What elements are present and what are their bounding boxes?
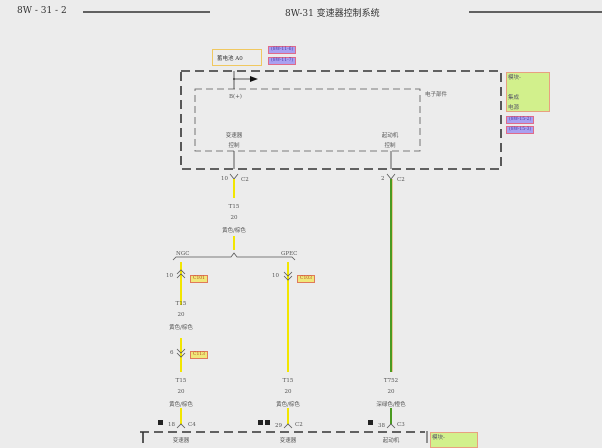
wire-color-label: 黄色/棕色 <box>169 402 193 408</box>
starter-label-line1: 起动机 <box>381 133 399 139</box>
battery-fuse-box: 蓄电池 A0 <box>212 49 262 66</box>
lower-tcm2-label: 变速器 <box>279 438 297 444</box>
splice-bracket <box>172 252 296 261</box>
lower-starter-label: 起动机 <box>382 438 400 444</box>
electronic-component-label: 电子部件 <box>425 92 448 98</box>
pin-number: 18 <box>168 422 175 428</box>
pin-number: 2 <box>381 176 385 182</box>
lower-tcm-label: 变速器 <box>172 438 190 444</box>
circuit-label: T15 <box>175 378 187 384</box>
page-number: 8W - 31 - 2 <box>17 6 67 16</box>
wire-color-label: 黄色/棕色 <box>222 228 246 234</box>
connector-c103-icon <box>283 271 293 281</box>
connector-c113-icon <box>176 348 186 358</box>
connector-c2-left-icon <box>229 173 239 180</box>
tcm-label-line1: 变速器 <box>225 133 243 139</box>
connector-c101-icon <box>176 269 186 279</box>
pin-number: 38 <box>378 423 385 429</box>
pin-number: 10 <box>221 176 228 182</box>
starter-label-line2: 控制 <box>384 143 396 149</box>
shield-marker-icon <box>368 420 373 425</box>
splice-ngc-label: NGC <box>176 251 190 257</box>
electronic-component-outline <box>194 88 421 152</box>
shield-marker-icon <box>265 420 270 425</box>
battery-label: 蓄电池 A0 <box>217 55 243 62</box>
gauge-label: 20 <box>387 389 395 395</box>
wire-color-label: 黄色/棕色 <box>169 325 193 331</box>
connector-ref-link[interactable]: C103 <box>297 275 316 283</box>
connector-c2-right-icon <box>386 173 396 180</box>
circuit-label: T15 <box>175 301 187 307</box>
module-label-line1: 模块- <box>508 75 521 81</box>
pin-number: 10 <box>272 273 279 279</box>
connector-label: C2 <box>241 177 249 183</box>
page-title: 8W-31 变速器控制系统 <box>285 9 380 19</box>
connector-label: C3 <box>397 422 405 428</box>
ref-link[interactable]: (8W-11-6) <box>268 46 297 54</box>
bplus-pin-label: B(+) <box>229 94 242 100</box>
ref-link[interactable]: (8W-11-7) <box>268 57 297 65</box>
integrated-power-module: 模块- 集成 电源 <box>506 72 550 112</box>
connector-c2-bottom-icon <box>283 423 293 429</box>
upper-module-outline <box>180 70 502 170</box>
ref-link[interactable]: (8W-15-3) <box>506 126 535 134</box>
gauge-label: 20 <box>230 215 238 221</box>
shield-marker-icon <box>258 420 263 425</box>
lower-module-label: 模块- <box>432 435 445 441</box>
shield-marker-icon <box>158 420 163 425</box>
circuit-label: T752 <box>383 378 399 384</box>
connector-ref-link[interactable]: C113 <box>190 351 209 359</box>
arrow-right-icon <box>250 76 258 82</box>
connector-ref-link[interactable]: C101 <box>190 275 209 283</box>
module-label-line2: 集成 <box>508 95 520 101</box>
gauge-label: 20 <box>284 389 292 395</box>
pin-number: 6 <box>170 350 174 356</box>
lower-power-module: 模块- <box>430 432 478 448</box>
module-label-line3: 电源 <box>508 105 520 111</box>
circuit-label: T15 <box>228 204 240 210</box>
pin-number: 10 <box>166 273 173 279</box>
tcm-label-line2: 控制 <box>228 143 240 149</box>
connector-c3-icon <box>386 423 396 429</box>
wire-color-label: 深绿色/橙色 <box>376 402 406 408</box>
connector-label: C2 <box>295 422 303 428</box>
wire-color-label: 黄色/棕色 <box>276 402 300 408</box>
pin-number: 29 <box>275 423 282 429</box>
ref-link[interactable]: (8W-15-2) <box>506 116 535 124</box>
gauge-label: 20 <box>177 389 185 395</box>
splice-gpec-label: GPEC <box>281 251 298 257</box>
connector-label: C4 <box>188 422 196 428</box>
gauge-label: 20 <box>177 312 185 318</box>
connector-c4-icon <box>176 423 186 429</box>
connector-label: C2 <box>397 177 405 183</box>
circuit-label: T15 <box>282 378 294 384</box>
